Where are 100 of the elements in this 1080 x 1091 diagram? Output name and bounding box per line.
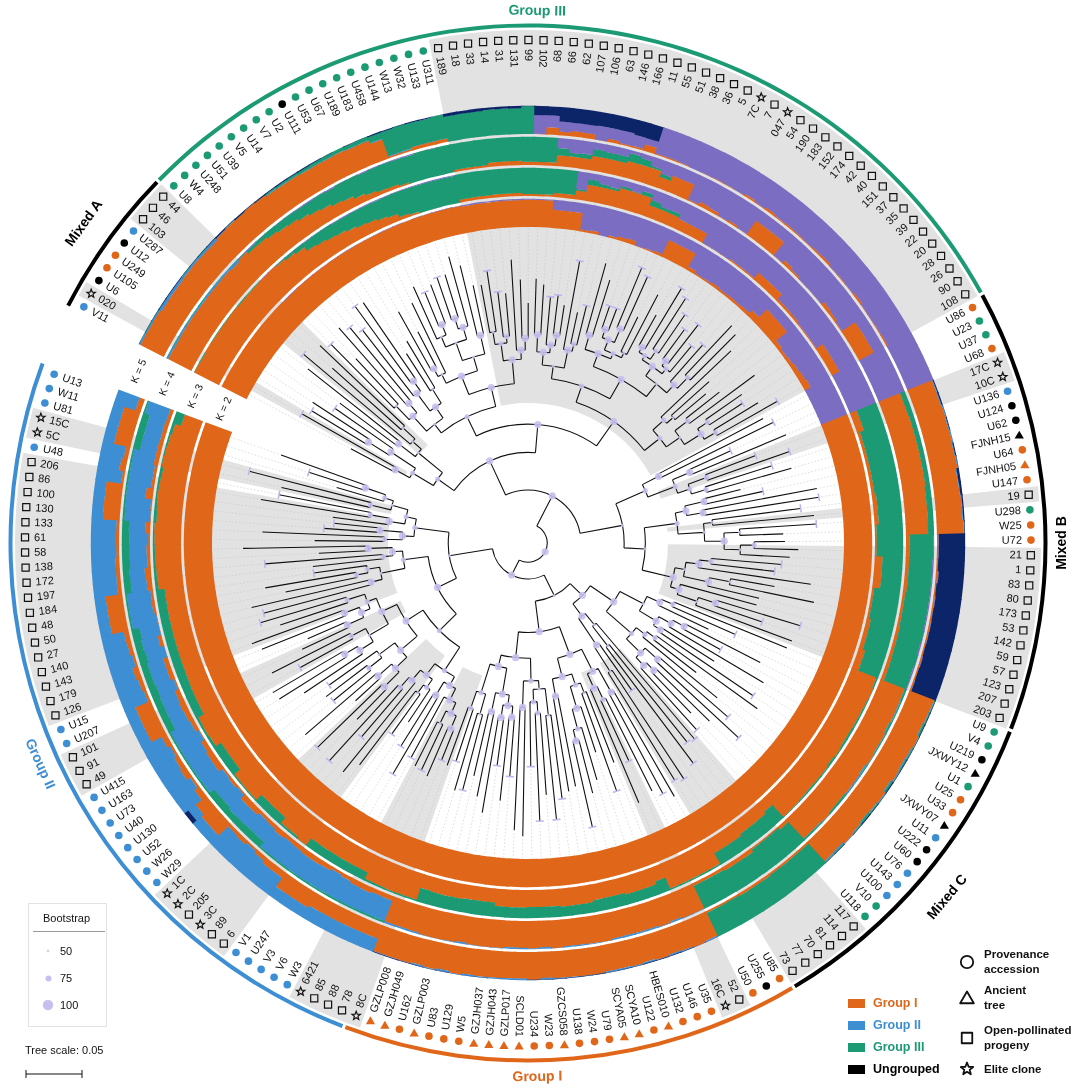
group-label: Group I (512, 1068, 563, 1084)
sample-label: SCLD01 (513, 995, 526, 1037)
sample-label: 140 (49, 659, 70, 676)
sample-label: W24 (584, 1009, 599, 1034)
sample-label: U133 (405, 61, 423, 90)
sample-label: U9 (970, 718, 988, 734)
sample-label: 107 (594, 53, 608, 74)
legend-label: Elite clone (984, 1061, 1043, 1077)
sample-label: 50 (42, 633, 57, 647)
legend-label: Open-pollinated progeny (984, 1023, 1073, 1053)
legend-label: Ancient tree (984, 983, 1028, 1013)
group-label: Group III (508, 2, 567, 18)
sample-label: 55 (679, 74, 695, 90)
sample-label: 89 (213, 914, 230, 931)
sample-label: 19 (1007, 490, 1021, 503)
sample-label: 86 (37, 472, 52, 486)
k-value-label: K = 5 (128, 357, 149, 385)
sample-label: 33 (463, 51, 477, 66)
sample-label: 8C (354, 992, 370, 1010)
sample-label: 206 (39, 458, 60, 472)
sample-label: 7 (762, 109, 775, 121)
legend-title: Bootstrap (43, 912, 91, 924)
sample-label: 66 (566, 50, 579, 64)
sample-label: 207 (976, 689, 998, 706)
sample-label: 57 (991, 663, 1007, 678)
sample-label: 123 (981, 676, 1003, 692)
legend-label: Provenance accession (984, 947, 1051, 977)
k-value-label: K = 2 (213, 395, 234, 423)
sample-label: FJNH05 (975, 460, 1017, 478)
legend-label: Ungrouped (873, 1062, 940, 1076)
sample-label: 197 (36, 589, 56, 603)
legend-label: Group III (873, 1040, 925, 1054)
legend-label: Group II (873, 1018, 921, 1032)
k-value-label: K = 4 (156, 370, 177, 398)
sample-label: 54 (784, 124, 801, 141)
sample-label: 80 (1005, 592, 1020, 605)
sample-label: U64 (992, 446, 1015, 461)
group-label: Mixed B (1054, 516, 1068, 570)
sample-label: 31 (493, 49, 505, 63)
sample-label: 184 (38, 603, 58, 617)
sample-label: 5C (44, 429, 61, 443)
sample-label: U147 (991, 475, 1019, 490)
sample-label: 100 (36, 487, 56, 501)
sample-label: U298 (994, 505, 1022, 518)
sample-label: 58 (34, 546, 47, 558)
sample-label: 88 (326, 982, 342, 999)
sample-label: W5 (454, 1015, 468, 1034)
sample-label: 99 (522, 49, 534, 62)
sample-label: 166 (650, 65, 666, 87)
sample-label: 130 (34, 502, 54, 515)
sample-label: 172 (35, 575, 55, 588)
sample-label: 62 (580, 51, 594, 66)
sample-label: W25 (998, 519, 1022, 532)
sample-label: U129 (439, 1003, 456, 1031)
sample-label: 48 (40, 618, 55, 632)
sample-label: U72 (1001, 534, 1022, 546)
sample-label: V6 (273, 955, 291, 973)
sample-label: 52 (725, 977, 741, 994)
sample-label: W32 (391, 65, 408, 91)
legend-label: 100 (60, 999, 79, 1011)
sample-label: 146 (636, 62, 652, 83)
sample-label: 131 (508, 49, 520, 68)
sample-label: 15C (48, 414, 71, 431)
sample-label: 18 (448, 53, 462, 68)
sample-label: 133 (34, 517, 53, 529)
sample-label: 106 (608, 56, 623, 77)
sample-label: 53 (1001, 621, 1016, 635)
sample-label: 38 (706, 84, 722, 100)
sample-label: 61 (33, 531, 47, 544)
sample-label: U138 (570, 1007, 585, 1035)
sample-label: 203 (972, 703, 994, 720)
sample-label: 1 (1014, 564, 1022, 576)
legend-label: 50 (60, 945, 73, 957)
sample-label: U48 (42, 443, 64, 459)
group-label: Group II (23, 736, 59, 791)
legend-label: Group I (873, 996, 918, 1010)
sample-label: 63 (623, 58, 638, 74)
sample-label: GZCS058 (554, 986, 570, 1037)
legend-label: 75 (60, 972, 73, 984)
sample-label: 102 (537, 49, 549, 68)
sample-label: GZJH037 (469, 986, 486, 1035)
sample-label: 189 (434, 55, 449, 76)
sample-label: V1 (236, 931, 254, 949)
sample-label: GZLP017 (498, 989, 513, 1037)
sample-label: 68 (551, 49, 564, 63)
sample-label: 59 (995, 649, 1010, 664)
sample-label: 78 (340, 988, 355, 1005)
sample-label: 27 (45, 647, 61, 661)
sample-label: U62 (986, 417, 1009, 433)
k-value-label: K = 3 (185, 382, 205, 410)
scale-label: Tree scale: 0.05 (25, 1044, 104, 1056)
sample-label: 138 (34, 560, 54, 573)
sample-label: 21 (1009, 549, 1022, 561)
sample-label: 142 (992, 634, 1013, 649)
sample-label: 11 (666, 69, 680, 84)
sample-label: 51 (693, 79, 708, 95)
sample-label: 36 (720, 90, 736, 106)
sample-label: 179 (57, 687, 79, 704)
sample-label: U79 (599, 1009, 614, 1032)
sample-label: 91 (85, 756, 101, 772)
